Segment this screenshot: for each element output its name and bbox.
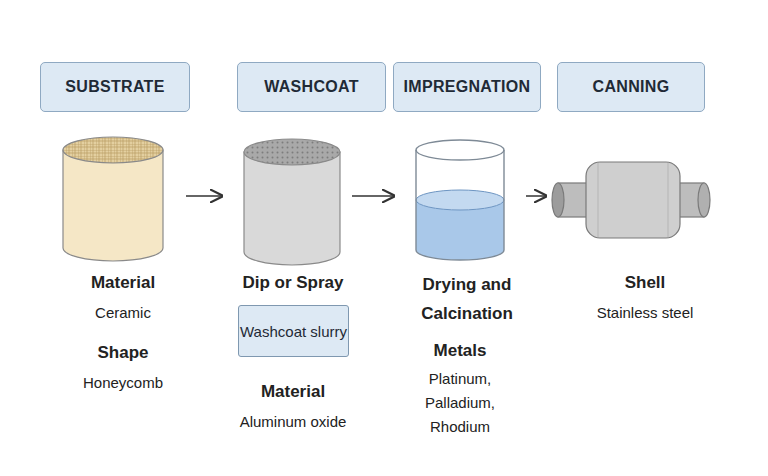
flow-arrow — [186, 195, 546, 197]
washcoated-substrate — [244, 139, 340, 265]
box-text: Washcoat slurry — [240, 322, 347, 341]
ceramic-substrate — [63, 137, 163, 261]
step-header: IMPREGNATION — [393, 62, 541, 112]
field-heading: Drying and Calcination — [397, 270, 537, 328]
field-heading: Shell — [595, 272, 695, 294]
field-heading: Shape — [63, 342, 183, 364]
field-value: Ceramic — [63, 302, 183, 324]
step-title: CANNING — [593, 78, 670, 96]
field-heading: Material — [63, 272, 183, 294]
step-header: CANNING — [557, 62, 705, 112]
field-heading: Metals — [410, 340, 510, 362]
step-title: IMPREGNATION — [404, 78, 531, 96]
field-value: Platinum, Palladium, Rhodium — [410, 367, 510, 439]
field-heading: Material — [233, 381, 353, 403]
slurry-box: Washcoat slurry — [238, 305, 349, 357]
step-title: WASHCOAT — [264, 78, 359, 96]
stainless-canister — [552, 162, 710, 238]
field-value: Aluminum oxide — [223, 411, 363, 433]
step-title: SUBSTRATE — [65, 78, 164, 96]
step-header: SUBSTRATE — [40, 62, 190, 112]
field-value: Honeycomb — [63, 372, 183, 394]
field-value: Stainless steel — [575, 302, 715, 324]
field-heading: Dip or Spray — [228, 272, 358, 294]
impregnation-beaker — [416, 140, 504, 260]
step-header: WASHCOAT — [237, 62, 386, 112]
